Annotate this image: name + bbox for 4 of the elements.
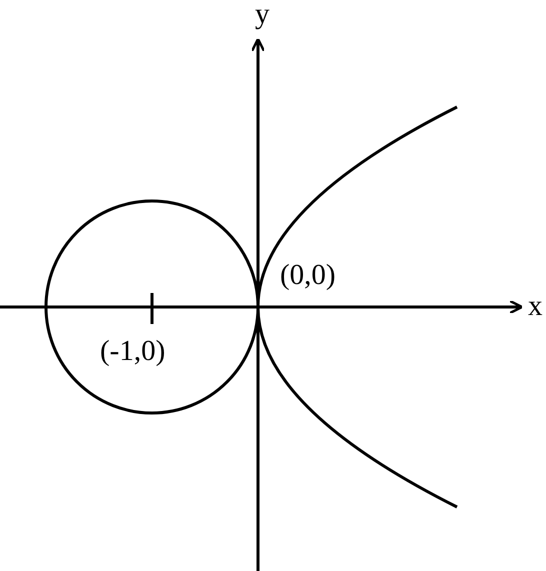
axis-label: y: [255, 0, 270, 29]
point-label: (0,0): [280, 261, 336, 290]
point-label: (-1,0): [100, 337, 166, 366]
axis-label: x: [528, 292, 542, 321]
